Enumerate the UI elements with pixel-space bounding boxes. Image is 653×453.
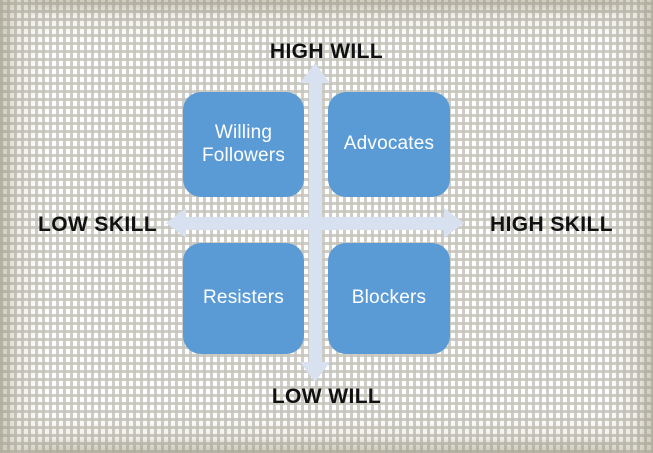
arrow-down-icon	[300, 362, 330, 382]
quadrant-willing-followers[interactable]: Willing Followers	[183, 92, 304, 197]
quadrant-blockers[interactable]: Blockers	[328, 243, 450, 354]
quadrant-advocates[interactable]: Advocates	[328, 92, 450, 197]
axis-label-high-skill: HIGH SKILL	[490, 213, 613, 236]
arrow-up-icon	[300, 63, 330, 83]
axis-label-low-skill: LOW SKILL	[38, 213, 158, 236]
quadrant-label: Blockers	[351, 287, 427, 309]
quadrant-label: Willing Followers	[201, 122, 286, 166]
quadrant-label: Resisters	[203, 287, 284, 309]
axis-label-high-will: HIGH WILL	[269, 40, 384, 63]
horizontal-axis-shaft	[183, 217, 447, 230]
quadrant-label: Advocates	[343, 133, 435, 155]
quadrant-resisters[interactable]: Resisters	[183, 243, 304, 354]
axis-label-low-will: LOW WILL	[271, 385, 382, 408]
arrow-right-icon	[444, 208, 464, 238]
arrow-left-icon	[166, 208, 186, 238]
